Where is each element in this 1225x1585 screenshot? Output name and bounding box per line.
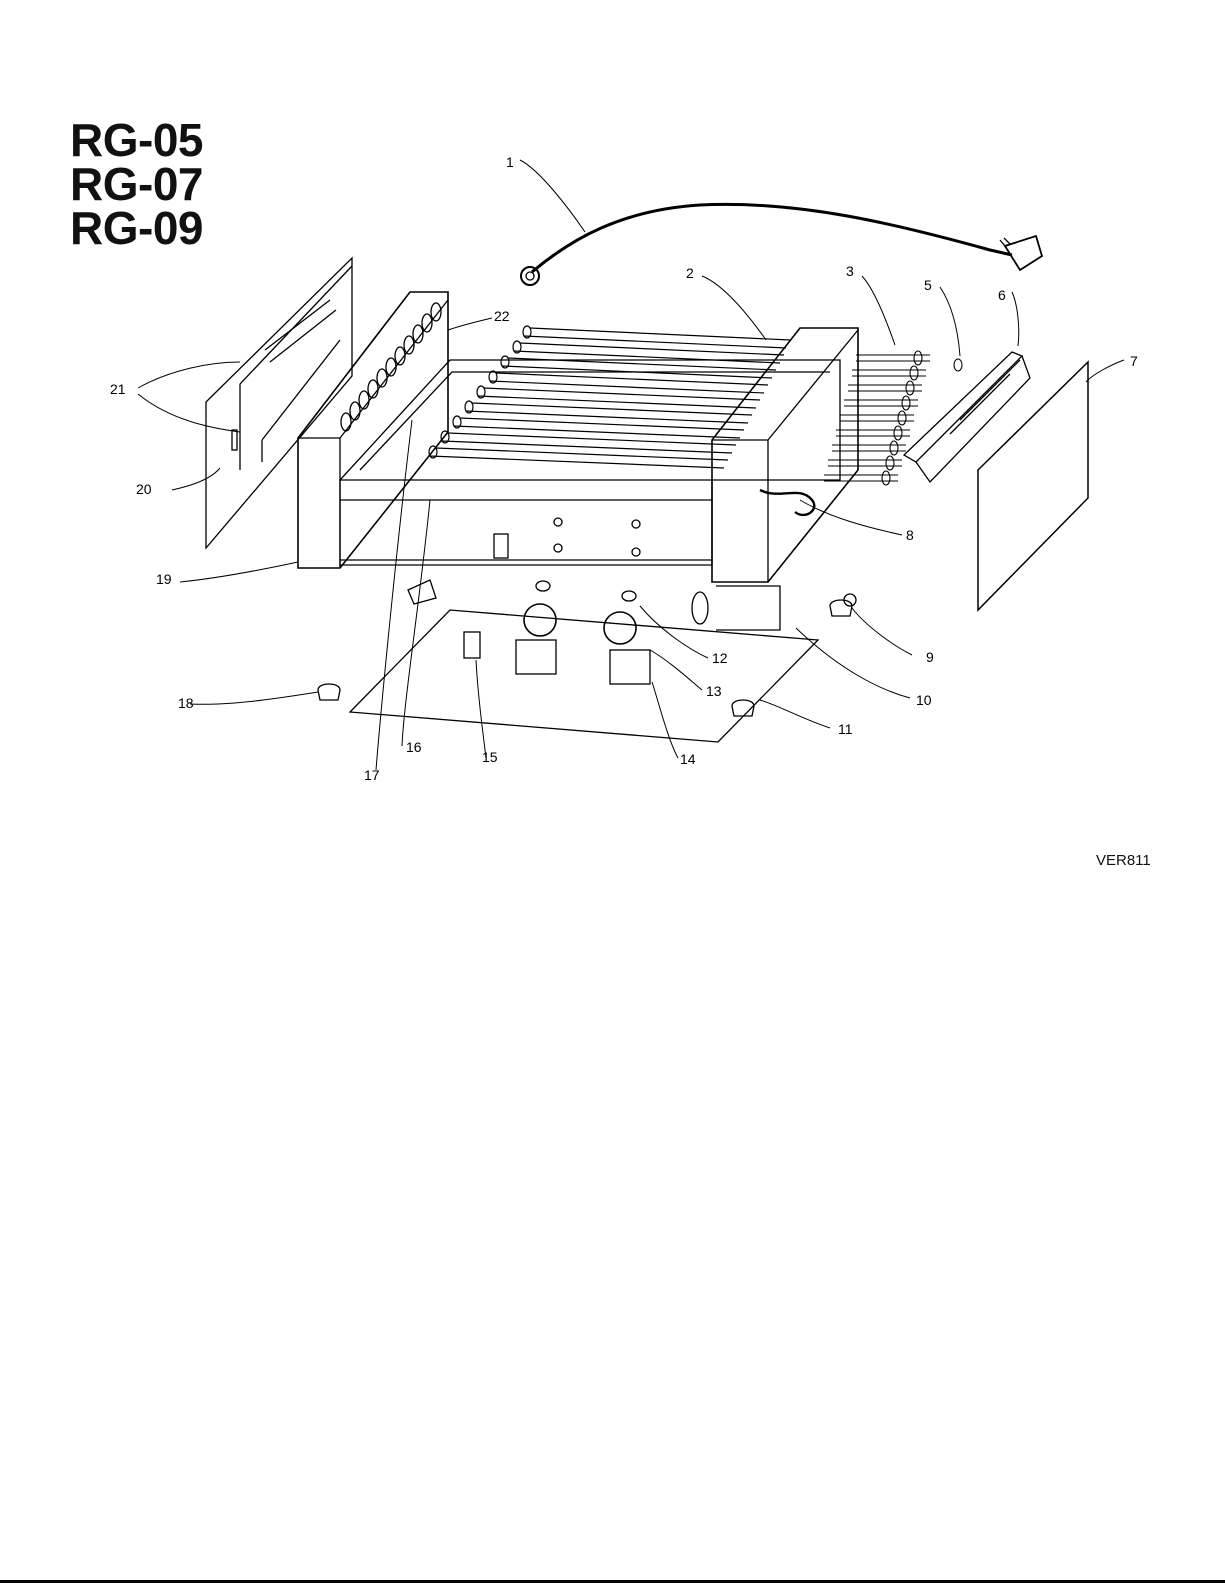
right-end-housing [712,328,858,582]
callout-2: 2 [686,265,694,281]
left-housing-holes [341,303,441,431]
bottom-rule [0,1580,1225,1583]
callout-12: 12 [712,650,728,666]
callout-22: 22 [494,308,510,324]
callout-19: 19 [156,571,172,587]
callout-7: 7 [1130,353,1138,369]
roller-tubes [429,326,790,468]
callout-17: 17 [364,767,380,783]
callout-5: 5 [924,277,932,293]
power-cord [521,204,1042,285]
left-end-housing [298,292,448,568]
chain-bracket [904,352,1030,482]
callout-9: 9 [926,649,934,665]
callout-8: 8 [906,527,914,543]
callout-14: 14 [680,751,696,767]
left-end-panel [206,258,352,548]
callout-1: 1 [506,154,514,170]
front-control-panel [494,518,640,558]
callout-20: 20 [136,481,152,497]
callout-16: 16 [406,739,422,755]
bottom-plate-and-feet [318,580,856,742]
leader-lines [138,160,1124,770]
roller-shafts [824,351,962,485]
callout-6: 6 [998,287,1006,303]
drawing-code: VER811 [1096,852,1151,869]
callout-18: 18 [178,695,194,711]
callout-10: 10 [916,692,932,708]
callout-11: 11 [838,721,853,737]
callout-13: 13 [706,683,722,699]
callout-15: 15 [482,749,498,765]
callout-3: 3 [846,263,854,279]
right-cover-panel [978,362,1088,610]
callout-21: 21 [110,381,126,397]
